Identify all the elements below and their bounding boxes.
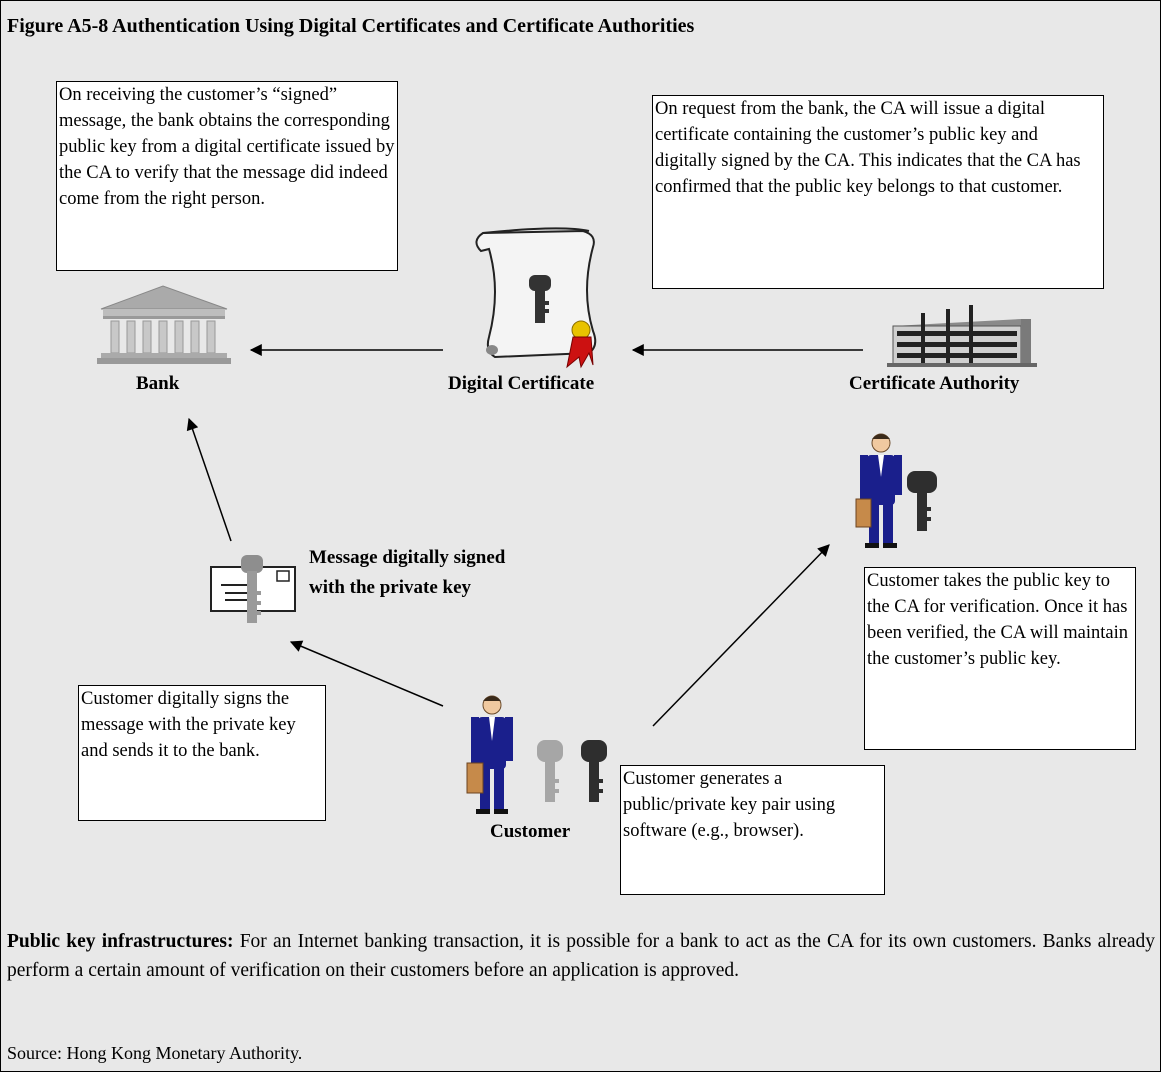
arrow-message-to-bank <box>186 417 232 542</box>
customer-figure-icon <box>466 695 513 814</box>
ca-issue-box: On request from the bank, the CA will is… <box>652 95 1104 289</box>
ca-key-icon <box>907 471 937 531</box>
certificate-authority-icon <box>887 305 1037 367</box>
customer-label: Customer <box>490 821 571 842</box>
digital-certificate-label: Digital Certificate <box>448 373 595 394</box>
bank-icon <box>97 285 231 364</box>
customer-at-ca-icon <box>855 433 902 548</box>
footer-heading: Public key infrastructures: <box>7 931 234 952</box>
digital-certificate-icon <box>475 227 597 369</box>
footer-text: For an Internet banking transaction, it … <box>7 931 1156 981</box>
arrow-customer-to-ca <box>652 544 830 727</box>
bank-verify-box: On receiving the customer’s “signed” mes… <box>56 81 398 271</box>
source-note: Source: Hong Kong Monetary Authority. <box>7 1043 303 1063</box>
certificate-authority-label: Certificate Authority <box>849 373 1020 394</box>
customer-ca-box: Customer takes the public key to the CA … <box>864 567 1136 750</box>
customer-generates-box: Customer generates a public/private key … <box>620 765 885 895</box>
footer-paragraph: Public key infrastructures: For an Inter… <box>7 927 1155 985</box>
figure-title: Figure A5-8 Authentication Using Digital… <box>7 15 695 37</box>
signed-message-icon <box>210 555 296 623</box>
bank-label: Bank <box>136 373 180 394</box>
arrow-customer-to-message <box>289 640 444 707</box>
private-key-icon <box>581 740 607 802</box>
customer-signs-box: Customer digitally signs the message wit… <box>78 685 326 821</box>
message-label: Message digitally signed with the privat… <box>309 547 506 598</box>
public-key-icon <box>537 740 563 802</box>
